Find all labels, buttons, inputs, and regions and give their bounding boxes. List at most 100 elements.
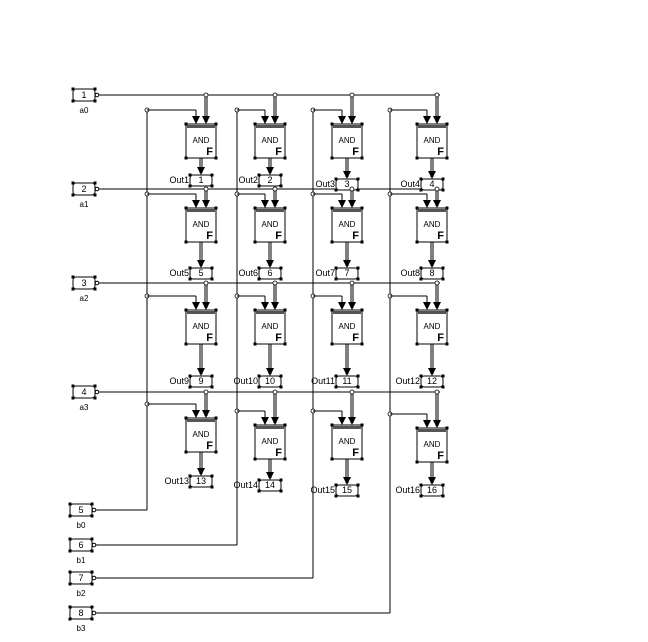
and-gate-box[interactable] bbox=[254, 123, 286, 159]
and-gate-label: AND bbox=[193, 220, 210, 229]
and-gate-label: AND bbox=[193, 430, 210, 439]
selection-handle bbox=[68, 617, 72, 621]
arrow-head-icon bbox=[343, 260, 351, 268]
and-gate-box[interactable] bbox=[331, 123, 363, 159]
outport-13[interactable] bbox=[189, 475, 213, 488]
gate-flag-label: F bbox=[352, 146, 359, 158]
selection-handle bbox=[71, 87, 75, 91]
and-gate-box[interactable] bbox=[254, 309, 286, 345]
outport-box[interactable] bbox=[420, 375, 444, 388]
outport-label: Out12 bbox=[395, 376, 420, 386]
selection-handle bbox=[356, 277, 360, 281]
arrow-head-icon bbox=[197, 368, 205, 376]
selection-handle bbox=[419, 483, 423, 487]
and-gate-block[interactable] bbox=[254, 207, 286, 243]
outport-12[interactable] bbox=[420, 375, 444, 388]
outport-box[interactable] bbox=[420, 484, 444, 497]
outport-box[interactable] bbox=[258, 267, 282, 280]
outport-box[interactable] bbox=[189, 475, 213, 488]
selection-handle bbox=[279, 266, 283, 270]
outport-8[interactable] bbox=[420, 267, 444, 280]
and-gate-block[interactable] bbox=[331, 123, 363, 159]
selection-handle bbox=[330, 206, 334, 210]
outport-10[interactable] bbox=[258, 375, 282, 388]
gate-flag-label: F bbox=[275, 447, 282, 459]
and-gate-label: AND bbox=[262, 220, 279, 229]
arrow-head-icon bbox=[192, 410, 200, 418]
outport-box[interactable] bbox=[335, 267, 359, 280]
selection-handle bbox=[257, 489, 261, 493]
and-gate-box[interactable] bbox=[416, 123, 448, 159]
and-gate-block[interactable] bbox=[185, 417, 217, 453]
selection-handle bbox=[210, 385, 214, 389]
outport-box[interactable] bbox=[189, 267, 213, 280]
outport-1[interactable] bbox=[189, 174, 213, 187]
outport-box[interactable] bbox=[189, 174, 213, 187]
outport-11[interactable] bbox=[335, 375, 359, 388]
outport-7[interactable] bbox=[335, 267, 359, 280]
branch-point bbox=[272, 186, 278, 192]
outport-14[interactable] bbox=[258, 479, 282, 492]
outport-number: 5 bbox=[198, 268, 203, 278]
outport-2[interactable] bbox=[258, 174, 282, 187]
arrow-head-icon bbox=[423, 116, 431, 124]
arrow-head-icon bbox=[428, 171, 436, 179]
and-gate-box[interactable] bbox=[254, 207, 286, 243]
and-gate-box[interactable] bbox=[416, 309, 448, 345]
and-gate-block[interactable] bbox=[416, 123, 448, 159]
and-gate-block[interactable] bbox=[331, 424, 363, 460]
outport-box[interactable] bbox=[335, 375, 359, 388]
selection-handle bbox=[68, 502, 72, 506]
and-gate-block[interactable] bbox=[185, 309, 217, 345]
and-gate-box[interactable] bbox=[416, 207, 448, 243]
selection-handle bbox=[253, 457, 257, 461]
and-gate-box[interactable] bbox=[185, 417, 217, 453]
and-gate-box[interactable] bbox=[185, 123, 217, 159]
arrow-head-icon bbox=[266, 368, 274, 376]
and-gate-box[interactable] bbox=[331, 309, 363, 345]
and-gate-block[interactable] bbox=[416, 427, 448, 463]
and-gate-box[interactable] bbox=[331, 207, 363, 243]
outport-16[interactable] bbox=[420, 484, 444, 497]
outport-box[interactable] bbox=[258, 375, 282, 388]
arrow-head-icon bbox=[197, 260, 205, 268]
and-gate-block[interactable] bbox=[331, 207, 363, 243]
and-gate-box[interactable] bbox=[416, 427, 448, 463]
selection-handle bbox=[419, 494, 423, 498]
selection-handle bbox=[257, 184, 261, 188]
and-gate-box[interactable] bbox=[185, 207, 217, 243]
outport-15[interactable] bbox=[335, 484, 359, 497]
outport-9[interactable] bbox=[189, 375, 213, 388]
arrow-head-icon bbox=[197, 468, 205, 476]
arrow-head-icon bbox=[338, 417, 346, 425]
and-gate-block[interactable] bbox=[331, 309, 363, 345]
outport-6[interactable] bbox=[258, 267, 282, 280]
and-gate-box[interactable] bbox=[185, 309, 217, 345]
and-gate-label: AND bbox=[339, 220, 356, 229]
selection-handle bbox=[93, 181, 97, 185]
and-gate-block[interactable] bbox=[185, 207, 217, 243]
outport-box[interactable] bbox=[258, 174, 282, 187]
outport-label: Out8 bbox=[400, 268, 420, 278]
and-gate-block[interactable] bbox=[416, 207, 448, 243]
and-gate-box[interactable] bbox=[254, 424, 286, 460]
outport-box[interactable] bbox=[335, 484, 359, 497]
and-gate-block[interactable] bbox=[254, 309, 286, 345]
and-gate-block[interactable] bbox=[254, 424, 286, 460]
and-gate-label: AND bbox=[424, 136, 441, 145]
and-gate-box[interactable] bbox=[331, 424, 363, 460]
outport-5[interactable] bbox=[189, 267, 213, 280]
port-connector bbox=[94, 389, 100, 395]
and-gate-block[interactable] bbox=[416, 309, 448, 345]
and-gate-block[interactable] bbox=[254, 123, 286, 159]
branch-point bbox=[203, 389, 209, 395]
and-gate-block[interactable] bbox=[185, 123, 217, 159]
outport-box[interactable] bbox=[258, 479, 282, 492]
selection-handle bbox=[279, 478, 283, 482]
selection-handle bbox=[71, 275, 75, 279]
outport-box[interactable] bbox=[189, 375, 213, 388]
and-gate-label: AND bbox=[262, 322, 279, 331]
outport-box[interactable] bbox=[420, 267, 444, 280]
selection-handle bbox=[90, 617, 94, 621]
arrow-head-icon bbox=[202, 116, 210, 124]
